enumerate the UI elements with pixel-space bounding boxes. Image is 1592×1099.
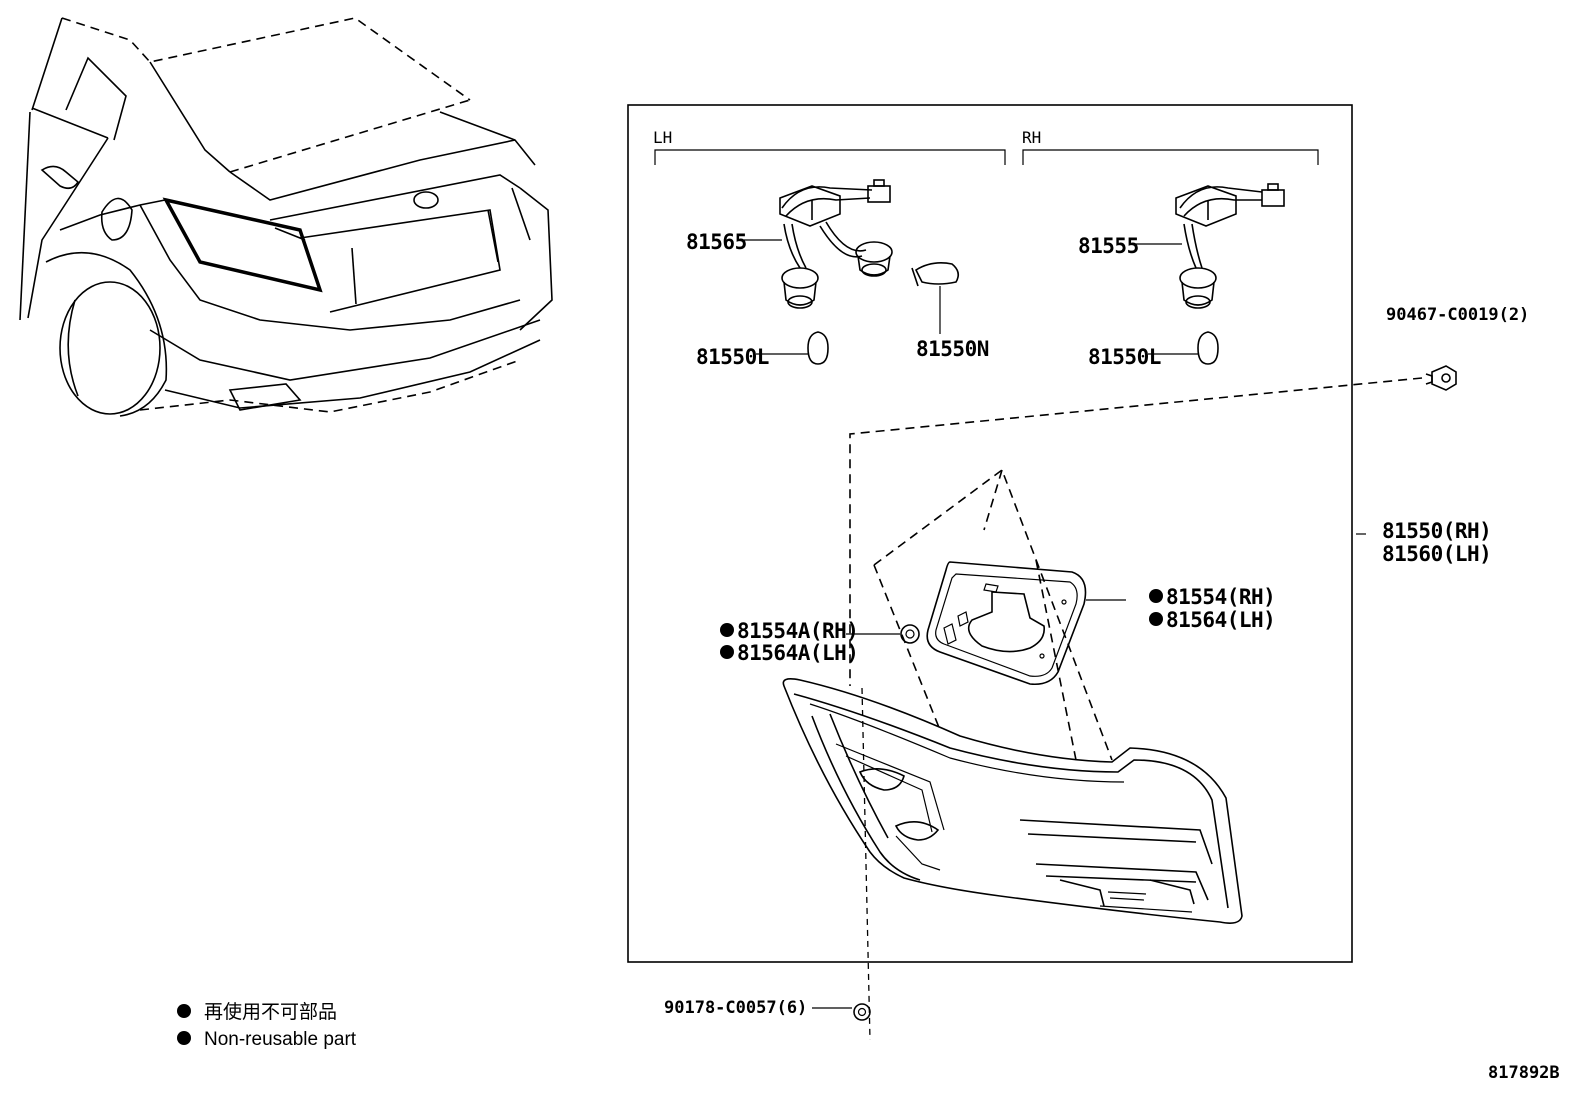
label-cushion-lh: 81564A(LH) [737,641,858,665]
group-label-rh: RH [1022,128,1041,147]
label-bulb-l-rh: 81550L [1088,345,1161,369]
legend-english: Non-reusable part [204,1029,357,1050]
label-bulb-n: 81550N [916,337,989,361]
label-lamp-lh: 81560(LH) [1382,542,1491,566]
label-clip: 90467-C0019(2) [1386,305,1529,325]
legend-japanese: 再使用不可部品 [204,1001,337,1023]
label-bulb-l-lh: 81550L [696,345,769,369]
lamp-assembly-drawing [782,468,1366,924]
harness-rh-drawing [1134,183,1285,365]
diagram-id: 817892B [1488,1063,1560,1083]
label-nut: 90178-C0057(6) [664,998,807,1018]
group-brackets: LH RH [653,128,1319,165]
harness-lh-drawing [744,179,960,365]
detail-frame [627,104,1353,963]
label-gasket-rh: 81554(RH) [1166,585,1275,609]
clip-drawing [849,365,1457,686]
legend-marker [177,1004,191,1018]
legend-marker [177,1031,191,1045]
label-harness-rh: 81555 [1078,234,1139,258]
label-harness-lh: 81565 [686,230,747,254]
legend: 再使用不可部品 Non-reusable part [177,1001,357,1050]
non-reusable-marker [720,645,734,659]
part-labels: 81565 81555 81550N 81550L 81550L 90467-C… [664,230,1529,1018]
non-reusable-marker [1149,612,1163,626]
nut-drawing [812,687,871,1041]
non-reusable-marker [1149,589,1163,603]
label-lamp-rh: 81550(RH) [1382,519,1491,543]
car-rear-illustration [19,17,553,417]
label-cushion-rh: 81554A(RH) [737,619,858,643]
group-label-lh: LH [653,128,672,147]
non-reusable-marker [720,623,734,637]
label-gasket-lh: 81564(LH) [1166,608,1275,632]
